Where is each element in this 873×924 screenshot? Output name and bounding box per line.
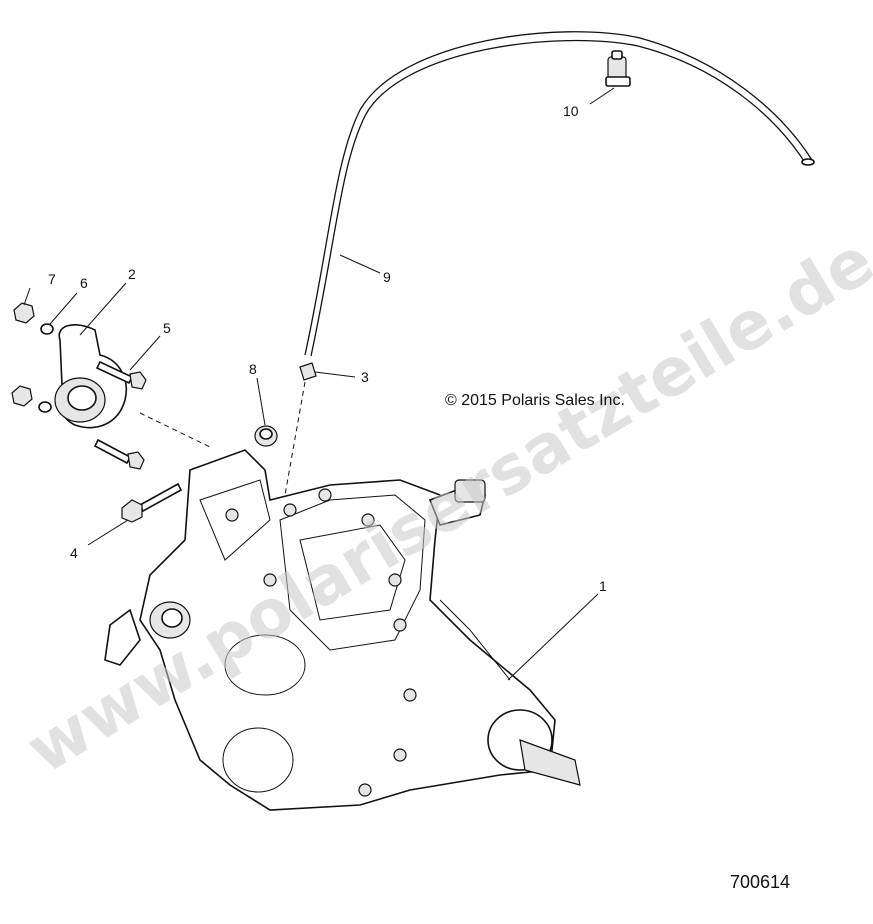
bolts-upper bbox=[93, 360, 147, 470]
vent-hose bbox=[304, 31, 815, 357]
vent-fitting bbox=[299, 362, 317, 381]
hose-clip bbox=[605, 50, 631, 87]
callout-8: 8 bbox=[249, 361, 257, 377]
callout-5: 5 bbox=[163, 320, 171, 336]
copyright-text: © 2015 Polaris Sales Inc. bbox=[445, 392, 625, 409]
figure-number: 700614 bbox=[730, 872, 790, 892]
callout-6: 6 bbox=[80, 275, 88, 291]
nuts-washers bbox=[11, 302, 54, 413]
bushing bbox=[254, 425, 278, 447]
callout-4: 4 bbox=[70, 545, 78, 561]
housing-bolts bbox=[225, 488, 417, 797]
bolt-lower bbox=[121, 482, 183, 523]
callout-7: 7 bbox=[48, 271, 56, 287]
sensor-cover bbox=[54, 324, 127, 429]
transmission-assembly bbox=[104, 449, 581, 811]
callout-leaders bbox=[23, 87, 615, 681]
callout-9: 9 bbox=[383, 269, 391, 285]
callout-10: 10 bbox=[563, 103, 579, 119]
assembly-lines bbox=[139, 381, 306, 496]
callout-1: 1 bbox=[599, 578, 607, 594]
callout-3: 3 bbox=[361, 369, 369, 385]
callout-2: 2 bbox=[128, 266, 136, 282]
